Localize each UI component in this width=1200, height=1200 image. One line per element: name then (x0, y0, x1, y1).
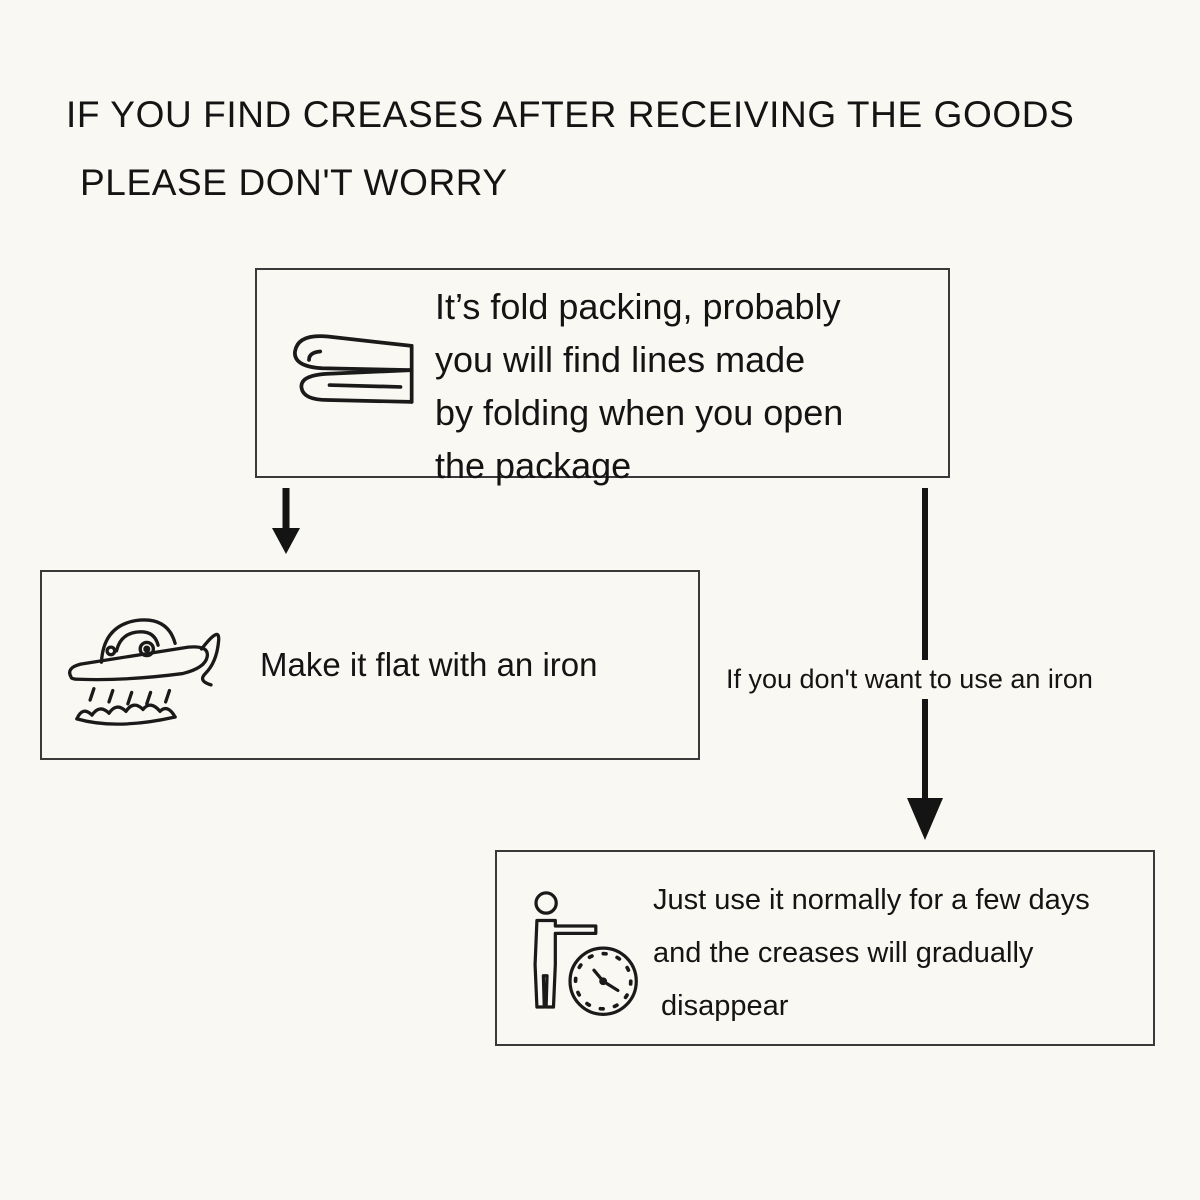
heading-line-1: IF YOU FIND CREASES AFTER RECEIVING THE … (66, 94, 1075, 135)
person-clock-icon (513, 886, 651, 1036)
normal-use-line-2: and the creases will gradually (653, 937, 1034, 969)
folded-blanket-icon (271, 316, 431, 428)
fold-packing-line-2: you will find lines made (435, 339, 806, 380)
long-down-arrow-icon (903, 488, 947, 844)
fold-packing-line-1: It’s fold packing, probably (435, 286, 841, 327)
normal-use-box: Just use it normally for a few days and … (495, 850, 1155, 1046)
fold-packing-line-4: the package (435, 445, 632, 486)
down-arrow-icon (266, 488, 306, 556)
normal-use-line-1: Just use it normally for a few days (653, 884, 1090, 916)
iron-box-text: Make it flat with an iron (260, 646, 598, 683)
heading-line-2: PLEASE DON'T WORRY (80, 162, 508, 203)
normal-use-line-3: disappear (661, 990, 789, 1022)
iron-box: Make it flat with an iron (40, 570, 700, 760)
iron-icon (58, 588, 228, 744)
normal-use-text: Just use it normally for a few days and … (653, 874, 1090, 1033)
fold-packing-text: It’s fold packing, probably you will fin… (435, 280, 843, 492)
fold-packing-box: It’s fold packing, probably you will fin… (255, 268, 950, 486)
no-iron-label: If you don't want to use an iron (714, 660, 1105, 699)
fold-packing-line-3: by folding when you open (435, 392, 844, 433)
